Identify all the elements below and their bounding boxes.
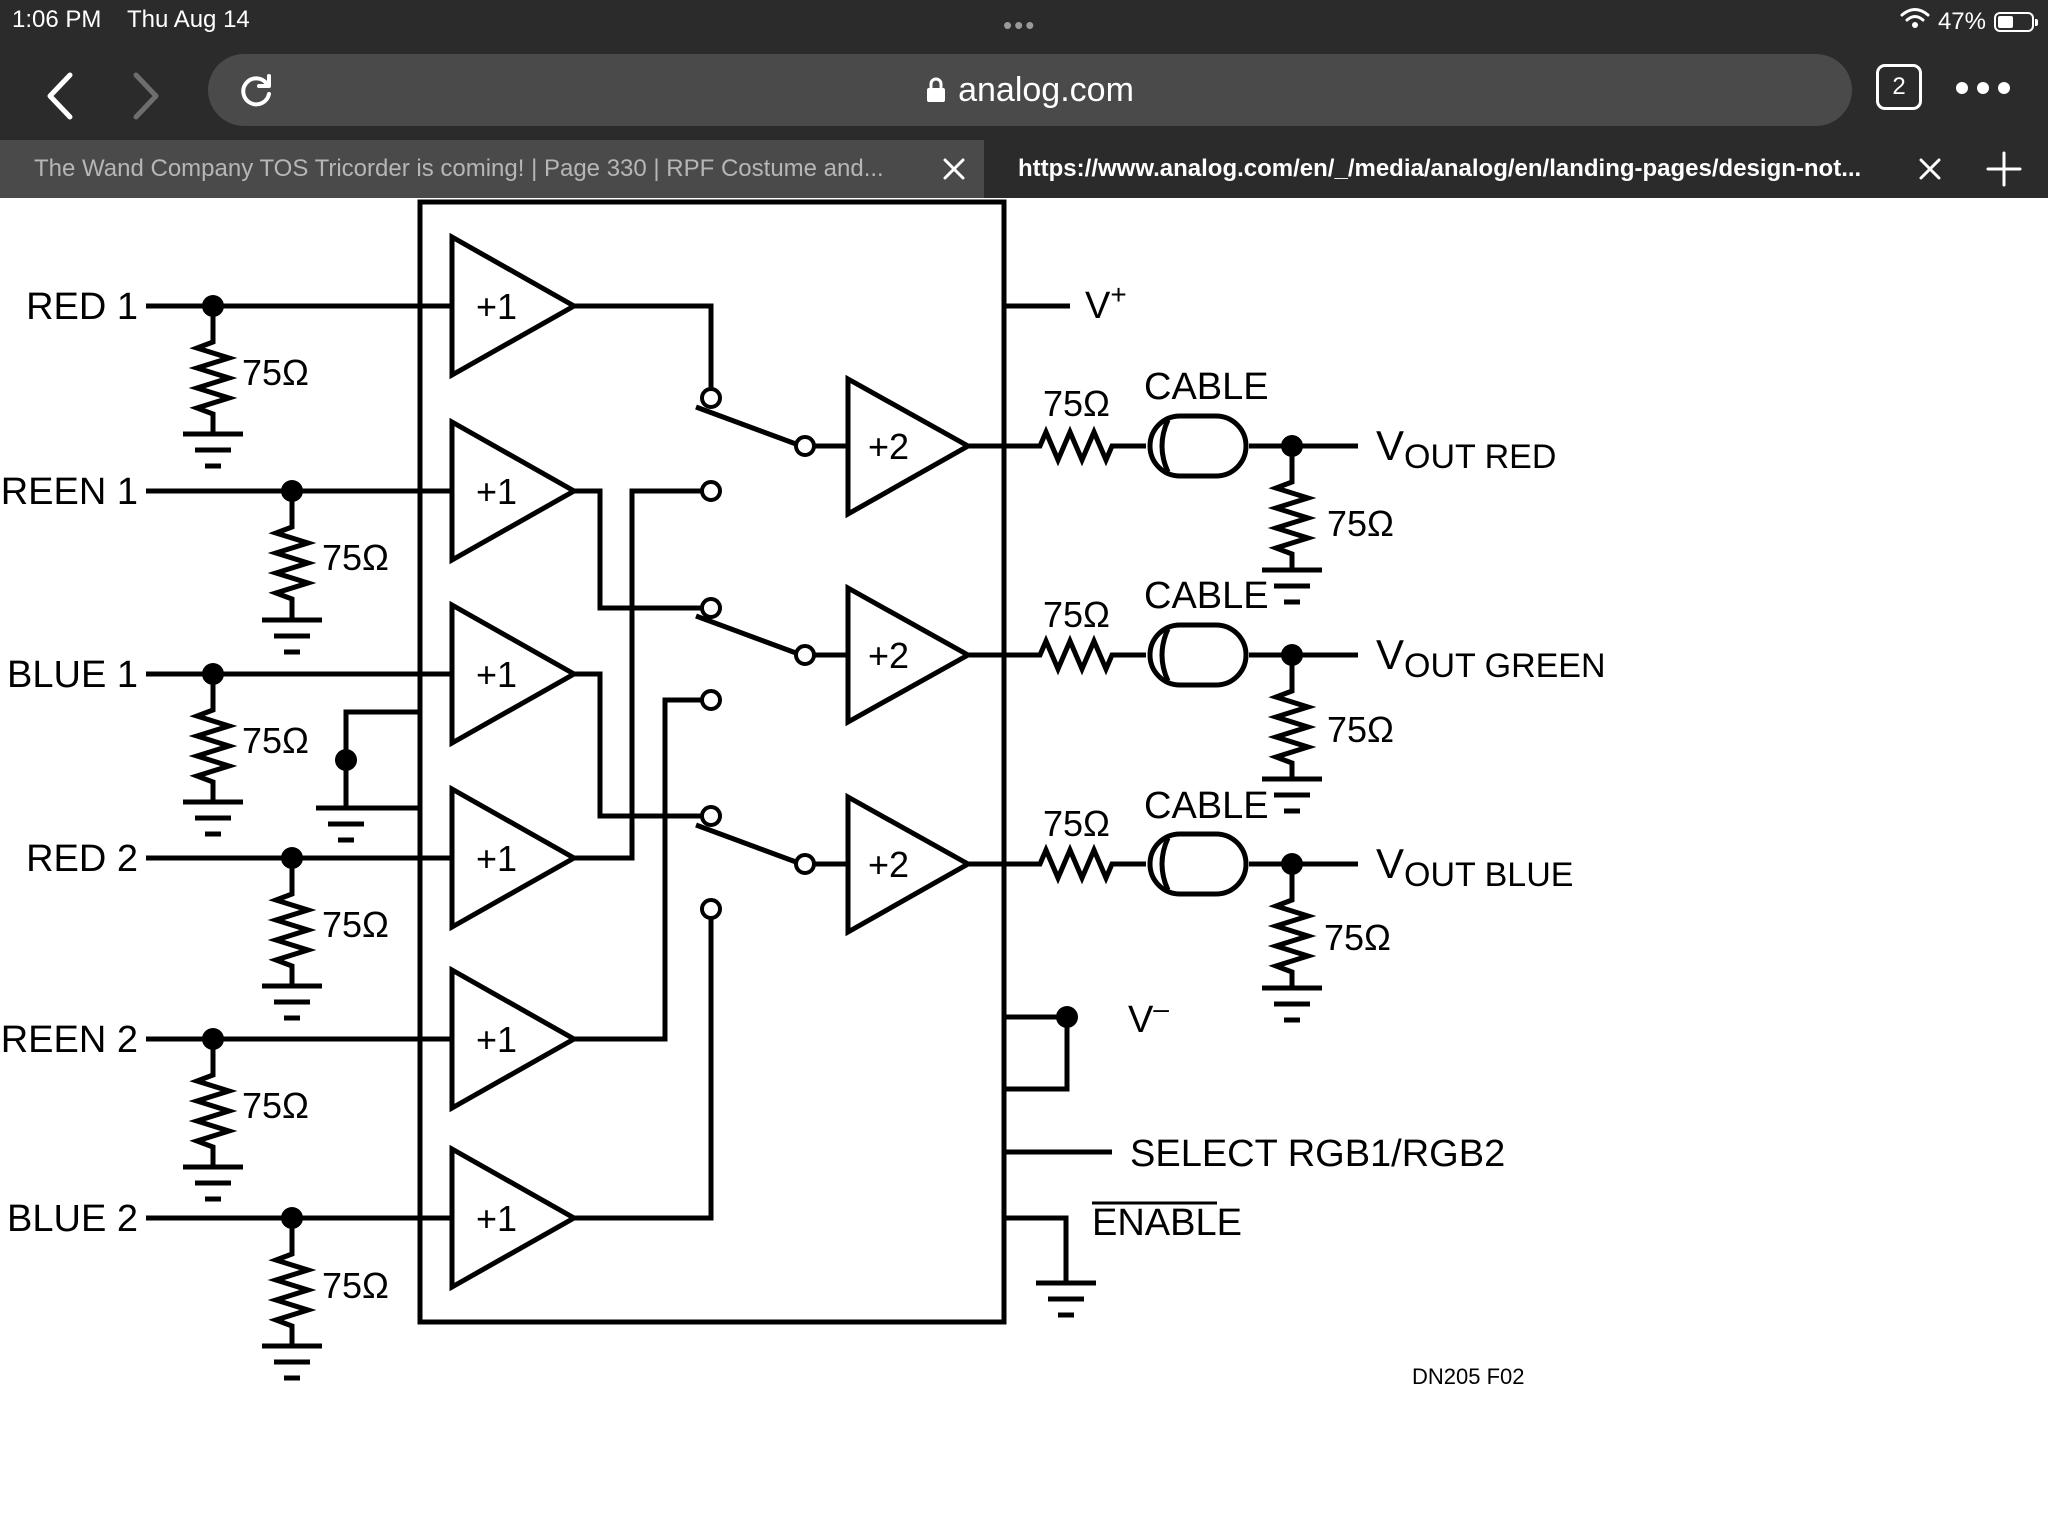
buffer-gain-label: +1: [476, 654, 517, 695]
url-text: analog.com: [958, 70, 1134, 109]
cable-label: CABLE: [1144, 366, 1269, 408]
input-label-blue2: BLUE 2: [7, 1198, 138, 1240]
resistor-label: 75Ω: [322, 537, 389, 578]
cable-label: CABLE: [1144, 785, 1269, 827]
figure-id: DN205 F02: [1412, 1364, 1525, 1389]
buffer-gain-label: +1: [476, 1019, 517, 1060]
battery-icon: [1994, 11, 2038, 32]
multitasking-dots[interactable]: •••: [1003, 10, 1037, 40]
back-button[interactable]: [34, 66, 86, 126]
reload-button[interactable]: [230, 64, 282, 116]
output-label-red: VOUT RED: [1376, 422, 1556, 476]
battery-fill: [1998, 15, 2014, 28]
resistor-label: 75Ω: [1327, 503, 1394, 544]
resistor-label: 75Ω: [1327, 709, 1394, 750]
new-tab-button[interactable]: [1960, 140, 2048, 198]
buffer-gain-label: +1: [476, 471, 517, 512]
resistor-label: 75Ω: [242, 720, 309, 761]
input-label-red1: RED 1: [26, 286, 138, 328]
page-content: RED 1 GREEN 1 BLUE 1 RED 2 GREEN 2 BLUE …: [0, 198, 2048, 1536]
resistor-label: 75Ω: [1043, 383, 1110, 424]
resistor-label: 75Ω: [322, 904, 389, 945]
battery-percent: 47%: [1937, 7, 1986, 35]
tab-strip: The Wand Company TOS Tricorder is coming…: [0, 140, 2048, 198]
tab-analog[interactable]: https://www.analog.com/en/_/media/analog…: [984, 140, 1960, 198]
cable-label: CABLE: [1144, 575, 1269, 617]
driver-gain-label: +2: [868, 635, 909, 676]
close-icon: [943, 158, 965, 180]
resistor-label: 75Ω: [1324, 917, 1391, 958]
browser-toolbar: analog.com 2: [0, 54, 2048, 140]
schematic-diagram: RED 1 GREEN 1 BLUE 1 RED 2 GREEN 2 BLUE …: [0, 199, 1606, 1389]
resistor-label: 75Ω: [242, 352, 309, 393]
status-time: 1:06 PM: [12, 6, 102, 33]
resistor-label: 75Ω: [322, 1265, 389, 1306]
close-tab-button[interactable]: [1900, 140, 1960, 198]
tab-title: https://www.analog.com/en/_/media/analog…: [1018, 155, 1862, 182]
forward-button[interactable]: [120, 66, 172, 126]
driver-gain-label: +2: [868, 426, 909, 467]
input-label-green1: GREEN 1: [0, 471, 138, 513]
buffer-gain-label: +1: [476, 1198, 517, 1239]
status-indicators: 47%: [1900, 6, 2038, 37]
buffer-gain-label: +1: [476, 838, 517, 879]
resistor-label: 75Ω: [1043, 594, 1110, 635]
input-label-red2: RED 2: [26, 838, 138, 880]
plus-icon: [1986, 151, 2022, 187]
tab-title: The Wand Company TOS Tricorder is coming…: [34, 155, 884, 182]
status-bar: 1:06 PM Thu Aug 14 ••• 47%: [0, 0, 2048, 54]
buffer-gain-label: +1: [476, 286, 517, 327]
lock-icon: [927, 77, 946, 102]
input-label-green2: GREEN 2: [0, 1019, 138, 1061]
enable-label: ENABLE: [1092, 1202, 1242, 1244]
chevron-left-icon: [47, 72, 73, 120]
more-button[interactable]: [1950, 68, 2016, 108]
ellipsis-icon: [1956, 82, 2010, 94]
resistor-label: 75Ω: [1043, 803, 1110, 844]
chevron-right-icon: [133, 72, 159, 120]
vplus-label: V+: [1085, 279, 1127, 327]
resistor-label: 75Ω: [242, 1085, 309, 1126]
tab-tricorder[interactable]: The Wand Company TOS Tricorder is coming…: [0, 140, 984, 198]
output-label-blue: VOUT BLUE: [1376, 840, 1573, 894]
input-label-blue1: BLUE 1: [7, 654, 138, 696]
select-label: SELECT RGB1/RGB2: [1130, 1133, 1505, 1175]
close-icon: [1919, 158, 1941, 180]
output-label-green: VOUT GREEN: [1376, 631, 1606, 685]
status-date: Thu Aug 14: [127, 6, 250, 33]
wifi-icon: [1900, 6, 1930, 37]
reload-icon: [241, 74, 271, 107]
address-bar[interactable]: analog.com: [208, 54, 1852, 126]
url-display[interactable]: analog.com: [208, 54, 1852, 126]
vminus-label: V–: [1128, 993, 1169, 1041]
tab-count-button[interactable]: 2: [1876, 64, 1922, 110]
driver-gain-label: +2: [868, 844, 909, 885]
close-tab-button[interactable]: [924, 140, 984, 198]
